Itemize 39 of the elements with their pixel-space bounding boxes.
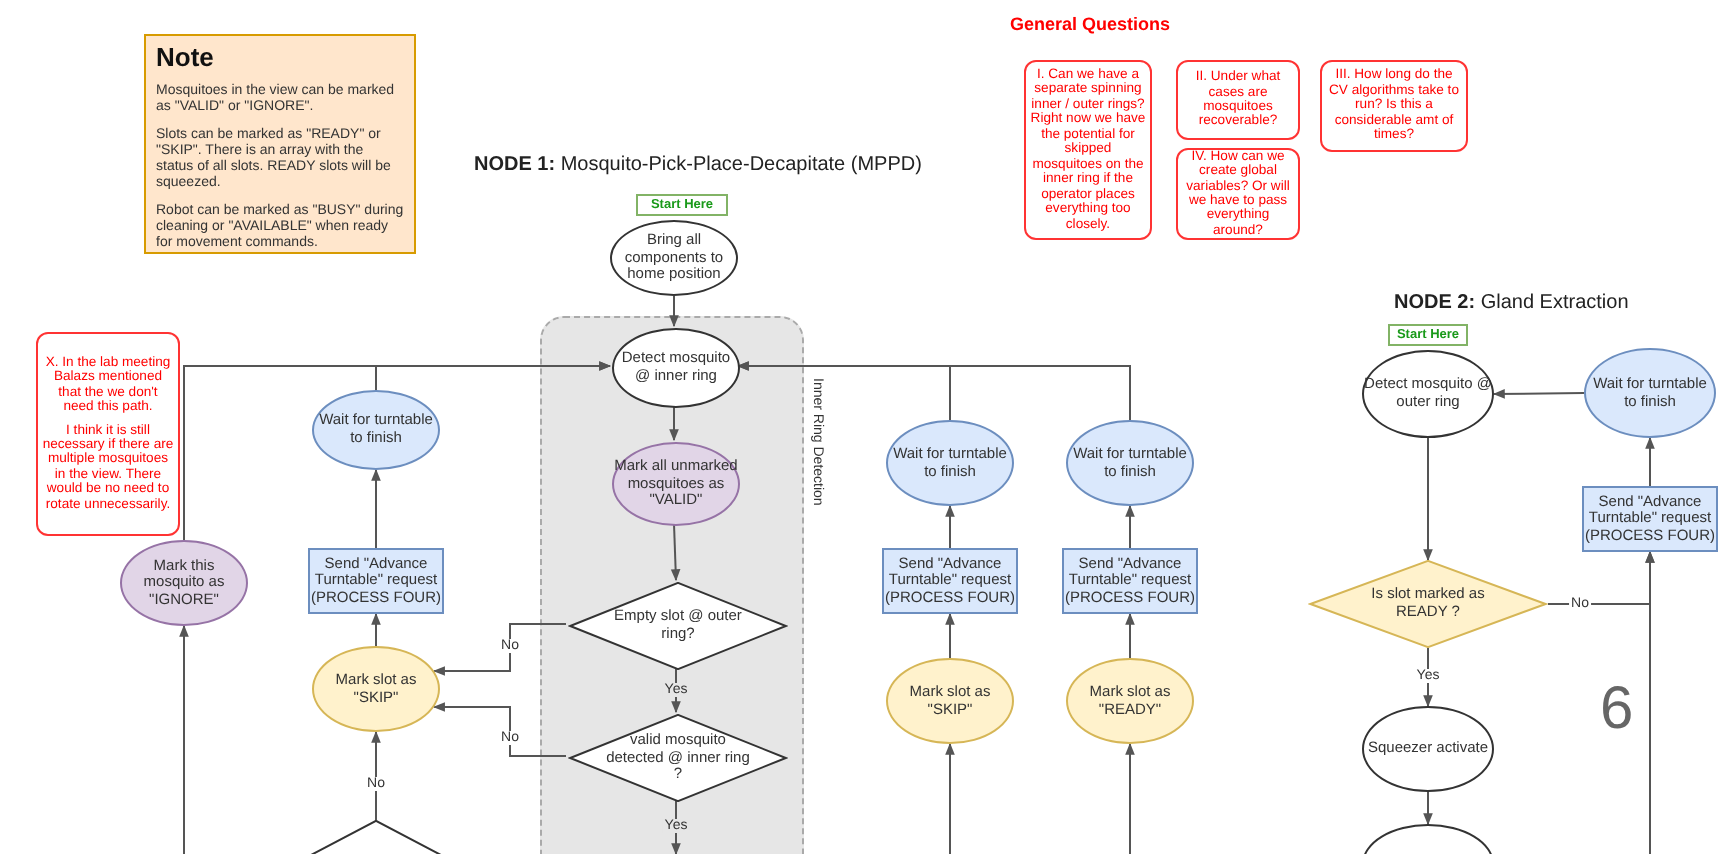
arrow [945,612,955,659]
arrow [1125,612,1135,659]
arrow [371,612,381,647]
section-title: NODE 2: Gland Extraction [1394,292,1629,314]
arrow [669,295,679,328]
decision-diamond [568,582,788,670]
arrow [1645,550,1655,854]
arrow [179,624,189,854]
arrow [371,468,381,549]
arrow [432,702,567,757]
arrow [1423,647,1433,708]
note-heading: Note [156,44,214,74]
arrow [371,730,381,821]
arrow [945,504,955,549]
start-tag [636,194,728,216]
arrow [945,742,955,854]
arrow [1125,742,1135,854]
arrow [670,523,681,582]
decision-diamond [568,714,788,802]
arrow [736,361,1131,421]
arrow [183,361,612,541]
decision-diamond [1308,560,1548,648]
arrow [1423,437,1433,562]
arrow [1125,504,1135,549]
start-tag [1388,324,1468,346]
question-note [36,332,180,536]
arrow [1423,791,1433,826]
page-number: 6 [1600,676,1634,744]
section-heading: General Questions [1010,14,1171,34]
arrow [1492,389,1585,399]
arrow [432,623,567,676]
section-title: NODE 1: Mosquito-Pick-Place-Decapitate (MPPD) [474,154,922,176]
arrow [671,667,681,714]
arrow [669,405,679,442]
note-box [144,34,416,254]
process-ellipse [312,646,440,732]
arrow [671,799,681,854]
arrow [1645,436,1655,487]
question-note [1176,60,1300,140]
